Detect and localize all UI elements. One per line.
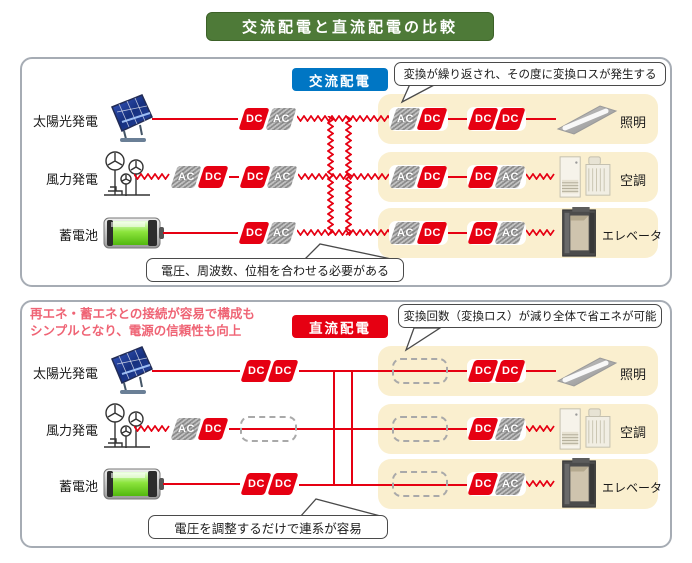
dc-benefit-note: 再エネ・蓄エネとの接続が容易で構成も シンプルとなり、電源の信頼性も向上 xyxy=(30,306,255,340)
ac-sync-requirement-callout: 電圧、周波数、位相を合わせる必要がある xyxy=(146,258,404,282)
dc-solar-bus-line xyxy=(299,370,467,372)
ac-load3-wavy-line xyxy=(526,229,556,236)
dc-source-label-wind: 風力発電 xyxy=(45,423,98,438)
converter-dc-ac: DC AC xyxy=(467,417,526,441)
dc-load-label-elevator: エレベータ xyxy=(602,481,663,495)
battery-icon xyxy=(103,468,164,500)
converter-ac-dc: AC DC xyxy=(170,165,229,189)
battery-icon xyxy=(103,217,164,249)
air-conditioner-icon xyxy=(559,156,611,198)
converter-ac-dc: AC DC xyxy=(389,107,448,131)
converter-dc-dc: DC DC xyxy=(240,359,299,383)
ac-load1-dc-line xyxy=(526,118,556,120)
removed-converter-placeholder xyxy=(240,416,297,442)
removed-converter-placeholder xyxy=(392,358,448,384)
wind-turbine-icon xyxy=(104,403,150,448)
dc-panel-label: 直流配電 xyxy=(292,315,388,338)
dc-load2-wavy-line xyxy=(526,425,556,432)
ac-load2-link-line xyxy=(446,176,467,178)
dc-solar-line xyxy=(152,370,240,372)
wind-turbine-icon xyxy=(104,151,150,196)
dc-source-label-battery: 蓄電池 xyxy=(58,479,98,494)
dc-source-label-solar: 太陽光発電 xyxy=(32,366,98,381)
ac-bus-line-2 xyxy=(345,116,352,238)
converter-dc-ac: DC AC xyxy=(467,165,526,189)
converter-dc-ac: DC AC xyxy=(467,472,526,496)
ac-source-label-battery: 蓄電池 xyxy=(58,228,98,243)
elevator-icon xyxy=(562,458,596,508)
ac-load2-wavy-line xyxy=(526,173,556,180)
converter-ac-dc: AC DC xyxy=(389,221,448,245)
ac-load3-link-line xyxy=(446,232,467,234)
ac-wind-ac-line xyxy=(134,173,170,180)
solar-panel-icon xyxy=(111,94,153,142)
ac-load-label-aircon: 空調 xyxy=(620,173,647,188)
elevator-icon xyxy=(562,207,596,257)
solar-panel-icon xyxy=(111,346,153,394)
converter-dc-dc: DC DC xyxy=(467,107,526,131)
converter-dc-dc: DC DC xyxy=(240,472,299,496)
ceiling-light-icon xyxy=(556,105,618,135)
converter-dc-dc: DC DC xyxy=(467,359,526,383)
ac-solar-dc-line xyxy=(152,118,238,120)
converter-dc-ac: DC AC xyxy=(239,165,298,189)
dc-load-label-aircon: 空調 xyxy=(620,425,647,440)
dc-wind-bus-line xyxy=(229,428,467,430)
removed-converter-placeholder xyxy=(392,416,448,442)
removed-converter-placeholder xyxy=(392,471,448,497)
ac-battery-dc-line xyxy=(163,232,238,234)
converter-dc-ac: DC AC xyxy=(467,221,526,245)
ac-row1-wavy-line xyxy=(297,115,393,122)
ac-row3-wavy-line xyxy=(297,229,393,236)
dc-load3-wavy-line xyxy=(526,480,556,487)
ac-bus-line-1 xyxy=(327,116,334,238)
dc-wind-ac-line xyxy=(134,425,170,432)
converter-dc-ac: DC AC xyxy=(238,221,297,245)
dc-benefit-note-line1: 再エネ・蓄エネとの接続が容易で構成も xyxy=(30,307,255,321)
ac-source-label-wind: 風力発電 xyxy=(45,172,98,187)
dc-top-bubble-tail xyxy=(404,327,443,352)
page-title: 交流配電と直流配電の比較 xyxy=(206,12,494,41)
converter-ac-dc: AC DC xyxy=(389,165,448,189)
dc-energy-saving-callout: 変換回数（変換ロス）が減り全体で省エネが可能 xyxy=(398,304,662,328)
dc-benefit-note-line2: シンプルとなり、電源の信頼性も向上 xyxy=(30,324,242,338)
ac-panel-label: 交流配電 xyxy=(292,68,388,91)
ac-row2-wavy-line xyxy=(298,173,392,180)
ac-load1-link-line xyxy=(446,118,467,120)
dc-battery-bus-line xyxy=(299,484,467,486)
air-conditioner-icon xyxy=(559,408,611,450)
ac-load-label-lighting: 照明 xyxy=(620,115,647,130)
dc-easy-interconnection-callout: 電圧を調整するだけで連系が容易 xyxy=(148,515,388,539)
ac-load-label-elevator: エレベータ xyxy=(602,229,663,243)
dc-bus-line-1 xyxy=(333,370,335,486)
converter-ac-dc: AC DC xyxy=(170,417,229,441)
dc-battery-line xyxy=(163,483,240,485)
ac-conversion-loss-callout: 変換が繰り返され、その度に変換ロスが発生する xyxy=(394,62,666,86)
converter-dc-ac: DC AC xyxy=(238,107,297,131)
ceiling-light-icon xyxy=(556,357,618,387)
dc-load1-line xyxy=(526,370,556,372)
dc-bus-line-2 xyxy=(351,370,353,486)
ac-source-label-solar: 太陽光発電 xyxy=(32,114,98,129)
dc-load-label-lighting: 照明 xyxy=(620,367,647,382)
ac-wind-link-line xyxy=(227,176,241,178)
